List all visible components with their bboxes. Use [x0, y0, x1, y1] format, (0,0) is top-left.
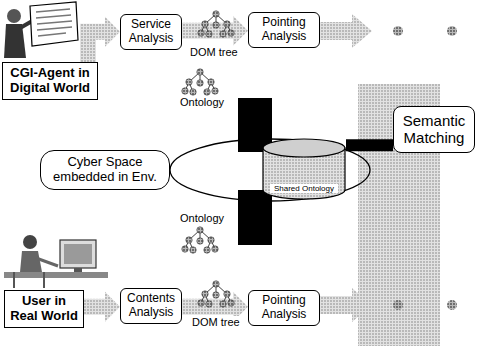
tree-node: [202, 21, 208, 27]
link-bar: [346, 145, 393, 146]
actor-box: User in Real World: [4, 290, 84, 328]
tree-node: [190, 247, 196, 253]
dom-tree-icon: [198, 11, 234, 37]
flow-arrow-shaft: [88, 32, 105, 62]
process-box: Semantic Matching: [393, 106, 475, 153]
tree-node: [190, 89, 196, 95]
continuation-dot: [393, 300, 403, 310]
cyber-space-ellipse: [170, 139, 370, 201]
tree-node: [182, 88, 188, 94]
flow-arrow-head: [105, 292, 120, 322]
tree-node: [213, 22, 219, 28]
space-label-box: Cyber Space embedded in Env.: [40, 150, 170, 190]
tree-node: [224, 21, 230, 27]
tree-node: [197, 227, 203, 233]
node-text: Cyber Space embedded in Env.: [47, 155, 163, 185]
tree-node: [212, 88, 218, 94]
tree-node: [202, 291, 208, 297]
monitor: [60, 240, 96, 268]
tree-node: [204, 89, 210, 95]
monitor-screen: [64, 244, 92, 264]
flow-chevron: [320, 288, 372, 322]
tree-node: [213, 11, 219, 17]
user-arm: [36, 258, 58, 266]
icon-caption: Ontology: [178, 212, 226, 224]
flow-arrow-shaft: [84, 299, 105, 315]
desk: [4, 272, 108, 278]
chair-legs: [14, 272, 44, 288]
node-text: User in Real World: [9, 294, 79, 324]
process-box: Pointing Analysis: [248, 290, 320, 326]
tree-node: [182, 246, 188, 252]
tree-node: [186, 237, 192, 243]
tree-node: [220, 31, 226, 37]
icon-caption: DOM tree: [190, 316, 242, 328]
flow-chevron: [320, 14, 372, 48]
tree-node: [228, 300, 234, 306]
ontology-icon: [182, 69, 218, 95]
user-figure: [4, 235, 108, 288]
monitor-stand: [74, 268, 82, 272]
flow-arrow-shaft: [182, 299, 233, 315]
node-text: Semantic Matching: [397, 112, 471, 147]
node-text: CGI-Agent in Digital World: [7, 66, 93, 96]
tree-node: [197, 69, 203, 75]
tree-node: [213, 281, 219, 287]
flow-arrow-head: [233, 16, 248, 46]
continuation-dot: [393, 26, 403, 36]
user-head: [23, 235, 37, 249]
tree-node: [197, 80, 203, 86]
flow-arrow: [88, 17, 120, 62]
cylinder-top: [263, 139, 345, 157]
flow-arrow: [84, 292, 120, 322]
agent-body: [4, 24, 26, 58]
user-body: [20, 251, 42, 272]
process-box: Contents Analysis: [120, 288, 182, 324]
agent-document: [30, 2, 78, 46]
tree-node: [198, 300, 204, 306]
tree-node: [198, 30, 204, 36]
tree-node: [204, 247, 210, 253]
tree-node: [208, 237, 214, 243]
ontology-link-bar: [238, 190, 272, 245]
flow-arrow: [182, 16, 248, 46]
dom-tree-icon: [198, 281, 234, 307]
database-label: Shared Ontology: [270, 184, 338, 193]
tree-node: [228, 30, 234, 36]
tree-node: [220, 301, 226, 307]
agent-head: [7, 9, 21, 23]
tree-node: [206, 301, 212, 307]
tree-node: [224, 291, 230, 297]
tree-node: [197, 238, 203, 244]
flow-arrow-head: [105, 17, 120, 47]
actor-box: CGI-Agent in Digital World: [2, 62, 98, 100]
database-cylinder: Shared Ontology: [262, 138, 346, 200]
node-text: Contents Analysis: [123, 292, 179, 320]
tree-node: [186, 79, 192, 85]
ontology-icon: [182, 227, 218, 253]
tree-node: [206, 31, 212, 37]
tree-node: [208, 79, 214, 85]
node-text: Service Analysis: [123, 18, 179, 46]
tree-node: [213, 292, 219, 298]
link-bar-path: [346, 139, 393, 151]
continuation-dot: [447, 300, 457, 310]
node-text: Pointing Analysis: [251, 16, 317, 44]
icon-caption: DOM tree: [188, 46, 240, 58]
agent-figure: [4, 2, 78, 58]
document-lines: [36, 9, 72, 36]
icon-caption: Ontology: [178, 96, 226, 108]
process-box: Service Analysis: [120, 14, 182, 50]
continuation-dot: [447, 26, 457, 36]
process-box: Pointing Analysis: [248, 12, 320, 48]
node-text: Pointing Analysis: [251, 294, 317, 322]
tree-node: [212, 246, 218, 252]
